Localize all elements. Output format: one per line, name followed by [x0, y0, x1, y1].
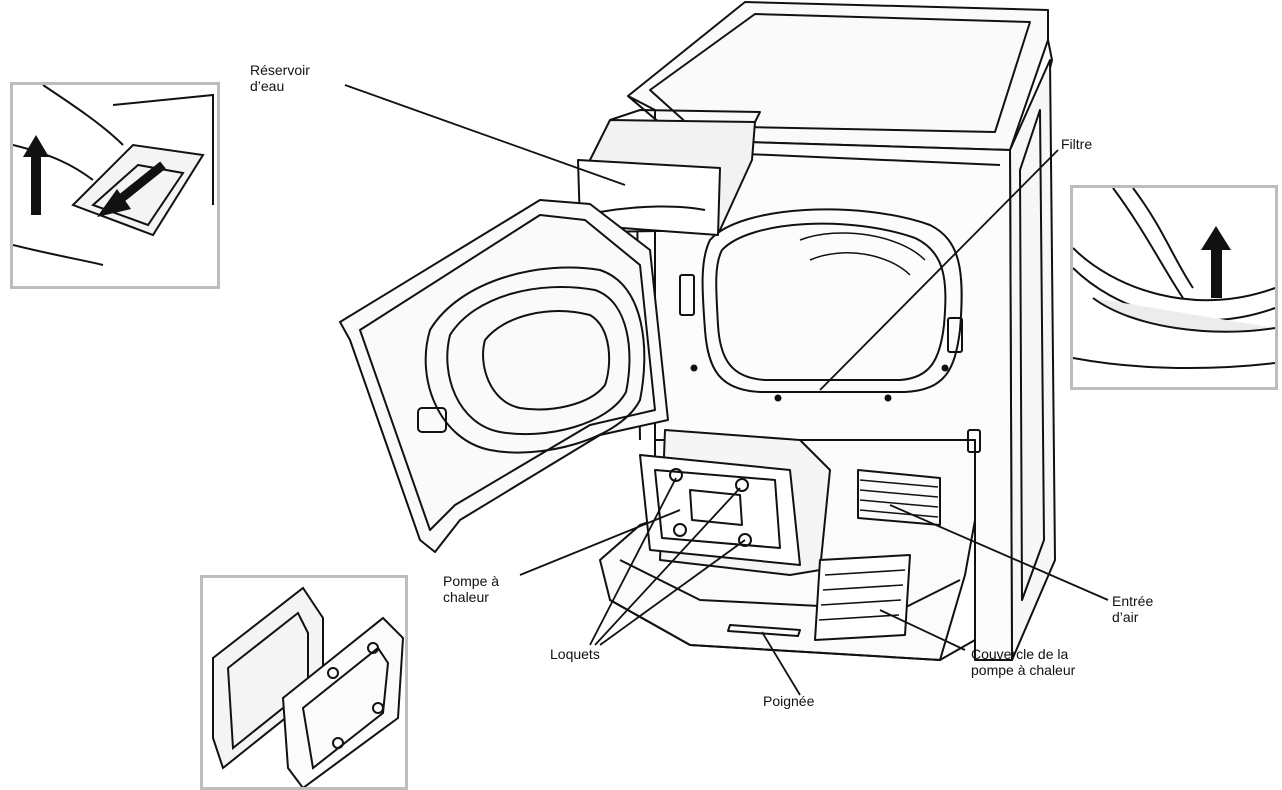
label-heat-pump: Pompe à chaleur	[443, 573, 500, 605]
leader-cover	[879, 609, 966, 651]
inset-filter-removal	[1070, 185, 1278, 390]
inset-heat-pump-cover	[200, 575, 408, 790]
arrow-up-icon	[1201, 226, 1231, 298]
label-heat-pump-cover: Couvercle de la pompe à chaleur	[971, 646, 1076, 678]
leader-latch-1	[589, 477, 677, 646]
arrow-up-icon	[23, 135, 49, 215]
label-filter: Filtre	[1061, 136, 1093, 152]
label-latches: Loquets	[550, 646, 600, 662]
arrow-down-left-icon	[97, 161, 166, 217]
leader-latch-3	[599, 539, 746, 646]
inset-water-tank-removal	[10, 82, 220, 289]
label-air-inlet: Entrée d’air	[1112, 593, 1154, 625]
leader-filter	[819, 149, 1059, 391]
leader-water-tank	[344, 84, 626, 186]
leader-handle	[761, 631, 801, 696]
leader-air-inlet	[889, 504, 1109, 601]
label-handle: Poignée	[763, 693, 815, 709]
leader-latch-2	[594, 487, 741, 646]
label-water-tank: Réservoir d’eau	[250, 62, 310, 94]
